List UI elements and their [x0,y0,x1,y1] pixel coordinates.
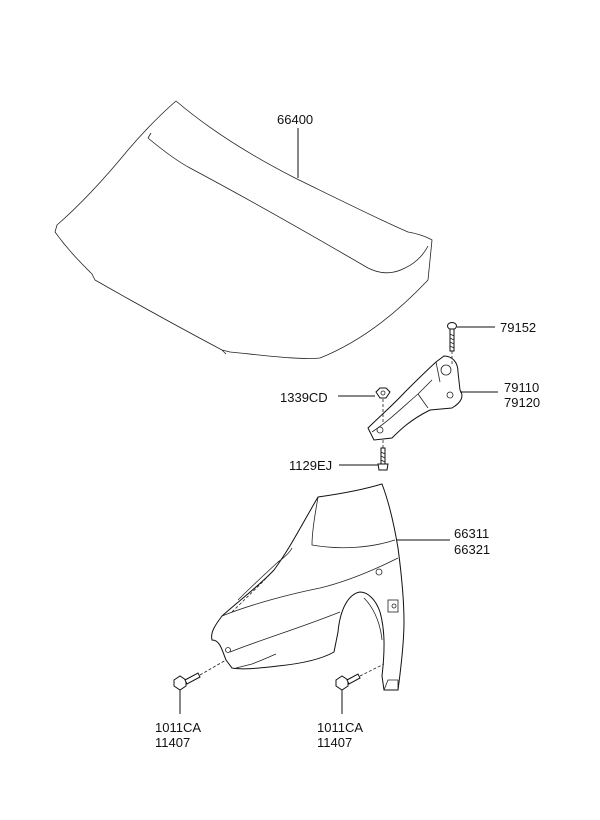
hinge-nut-part-number: 1339CD [280,390,328,405]
hinge-part-number-1: 79110 [504,380,539,395]
fender-bolt-right-part-number-2: 11407 [317,735,352,750]
hinge-screw-part-number: 1129EJ [289,458,332,473]
fender-bolt-right [335,663,385,691]
fender-bolt-left-part-number-1: 1011CA [155,720,201,735]
fender-part-number-1: 66311 [454,526,489,541]
hood-part-number: 66400 [277,112,313,127]
hinge-bolt [447,322,457,352]
hood-hinge [367,355,463,441]
hinge-screw [377,440,389,471]
fender-part-number-2: 66321 [454,542,490,557]
fender-bolt-left [173,659,227,691]
front-fender [211,483,405,691]
hinge-part-number-2: 79120 [504,395,540,410]
hood-panel [54,100,433,359]
hinge-bolt-part-number: 79152 [500,320,536,335]
hinge-nut [375,387,391,399]
fender-bolt-left-part-number-2: 11407 [155,735,190,750]
fender-bolt-right-part-number-1: 1011CA [317,720,363,735]
